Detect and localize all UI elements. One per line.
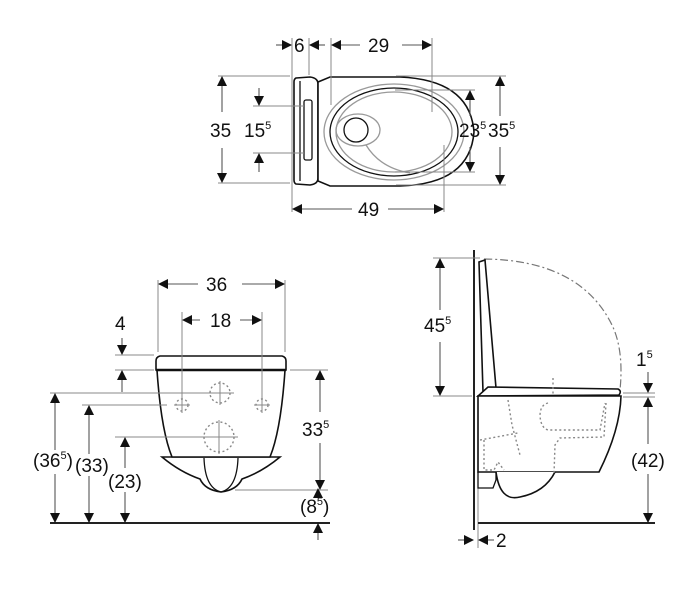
dim-floor-clearance: (85) (300, 496, 329, 518)
dim-seat-gap: 15 (636, 349, 653, 371)
top-view-toilet-outline (293, 76, 475, 187)
dim-bolt-spacing: 18 (210, 311, 231, 332)
dim-overall-depth: 49 (358, 200, 379, 221)
side-view: 455 15 (42) 2 (424, 250, 665, 552)
dim-seat-thickness: 6 (294, 36, 305, 57)
svg-text:(23): (23) (108, 472, 142, 493)
svg-text:6: 6 (294, 36, 305, 57)
dim-rim-height: (42) (631, 451, 665, 472)
svg-text:49: 49 (358, 200, 379, 221)
svg-text:36: 36 (206, 275, 227, 296)
svg-text:455: 455 (424, 315, 451, 337)
dim-seat-height: 4 (115, 314, 126, 335)
svg-text:(365): (365) (33, 450, 73, 472)
dim-wall-gap: 2 (496, 531, 507, 552)
dim-lid-height: 455 (424, 315, 451, 337)
dim-outlet-height: (23) (108, 472, 142, 493)
dim-seat-width: 355 (488, 120, 515, 142)
top-view: 6 29 35 155 235 355 (210, 36, 515, 221)
dim-inlet-height: (365) (33, 450, 73, 472)
svg-text:18: 18 (210, 311, 231, 332)
svg-text:(42): (42) (631, 451, 665, 472)
water-inlet (206, 381, 234, 405)
dim-bolt-height: (33) (75, 456, 109, 477)
waste-outlet (200, 420, 238, 454)
svg-text:355: 355 (488, 120, 515, 142)
svg-text:(33): (33) (75, 456, 109, 477)
dim-bowl-opening: 235 (459, 120, 486, 142)
dim-front-width: 36 (206, 275, 227, 296)
lid-swing-arc (483, 258, 622, 391)
front-view-toilet-outline (155, 355, 287, 493)
front-view: 36 18 4 335 (365) (33) (33, 275, 330, 540)
svg-text:335: 335 (302, 419, 329, 441)
svg-text:4: 4 (115, 314, 126, 335)
dim-fixing-spacing: 155 (244, 120, 271, 142)
dim-rim-to-bowl: 29 (368, 36, 389, 57)
svg-text:155: 155 (244, 120, 271, 142)
svg-text:29: 29 (368, 36, 389, 57)
svg-text:235: 235 (459, 120, 486, 142)
svg-text:35: 35 (210, 121, 231, 142)
svg-text:2: 2 (496, 531, 507, 552)
dim-overall-width: 35 (210, 121, 231, 142)
side-view-toilet-outline (475, 258, 622, 499)
dim-bowl-height: 335 (302, 419, 329, 441)
svg-text:15: 15 (636, 349, 653, 371)
svg-text:(85): (85) (300, 496, 329, 518)
